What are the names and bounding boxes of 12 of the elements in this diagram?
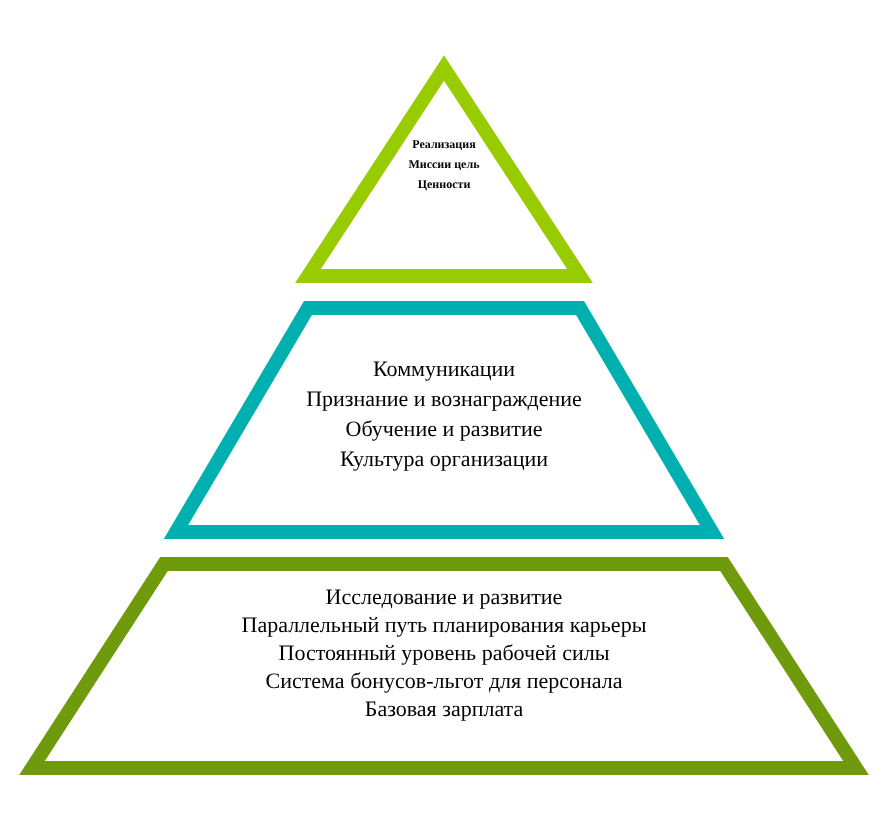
pyramid-level	[168, 300, 720, 540]
level-text: Признание и вознаграждение	[306, 386, 582, 416]
level-text: Исследование и развитие	[325, 584, 563, 612]
level-text: Обучение и развитие	[345, 416, 543, 446]
level-text: Постоянный уровень рабочей силы	[278, 640, 610, 668]
pyramid-level	[300, 60, 588, 284]
level-text: Система бонусов-льгот для персонала	[265, 668, 623, 696]
level-text: Коммуникации	[373, 356, 515, 386]
level-text: Культура организации	[340, 446, 548, 476]
level-text: Базовая зарплата	[364, 696, 524, 724]
level-text: Параллельный путь планирования карьеры	[241, 612, 647, 640]
pyramid-level	[24, 556, 864, 776]
